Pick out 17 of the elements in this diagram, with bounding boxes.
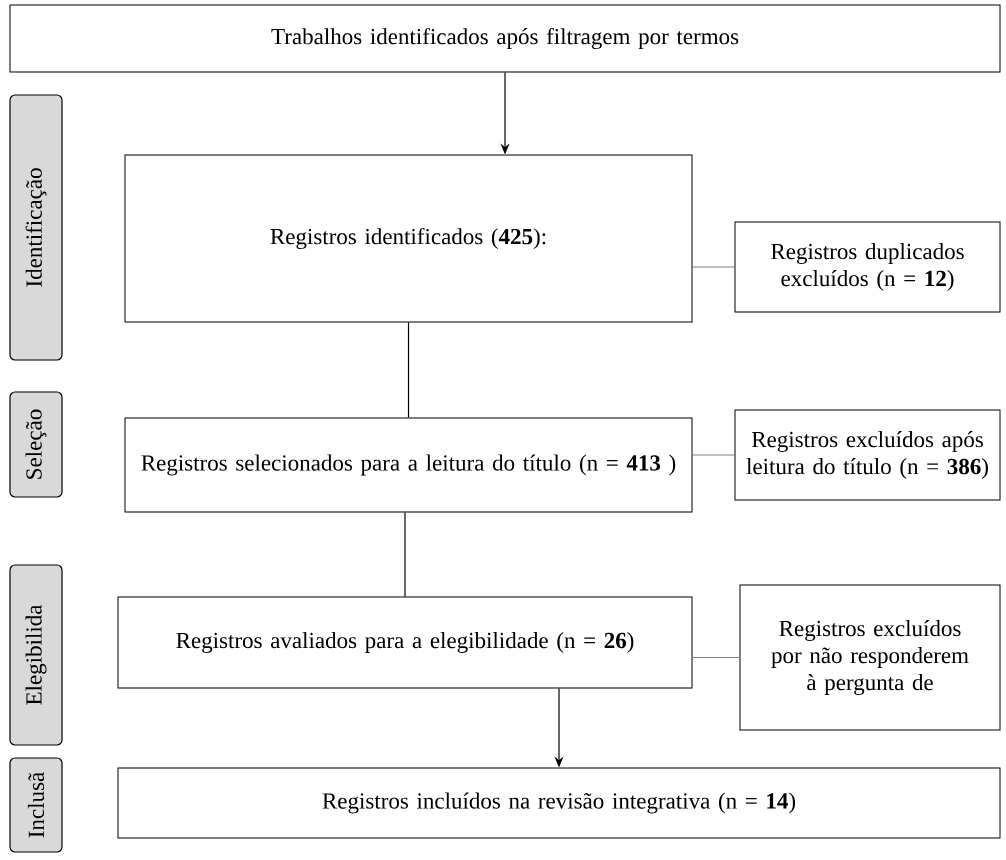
stage-label: Seleção <box>9 391 63 498</box>
process-box: Registros excluídos por não responderem à pergunta de <box>739 584 1001 731</box>
process-box: Registros excluídos após leitura do título (n = 386) <box>734 409 1001 501</box>
stage-label: Elegibilida <box>9 564 63 746</box>
process-box: Registros duplicados excluídos (n = 12) <box>734 221 1001 313</box>
connector-line <box>691 266 736 268</box>
connector-line <box>691 656 741 659</box>
stage-label: Identificação <box>9 94 63 361</box>
process-box: Registros avaliados para a elegibilidade (n = 26) <box>117 596 693 689</box>
process-box: Registros incluídos na revisão integrativa (n = 14) <box>117 767 1001 839</box>
connector-line <box>407 321 410 419</box>
process-box: Trabalhos identificados após filtragem por termos <box>9 4 1001 73</box>
connector-line <box>691 454 736 456</box>
stage-label: Inclusã <box>9 757 63 853</box>
process-box: Registros identificados (425): <box>124 154 693 323</box>
process-box: Registros selecionados para a leitura do título (n = 413 ) <box>124 417 693 513</box>
connector-line <box>404 511 406 598</box>
